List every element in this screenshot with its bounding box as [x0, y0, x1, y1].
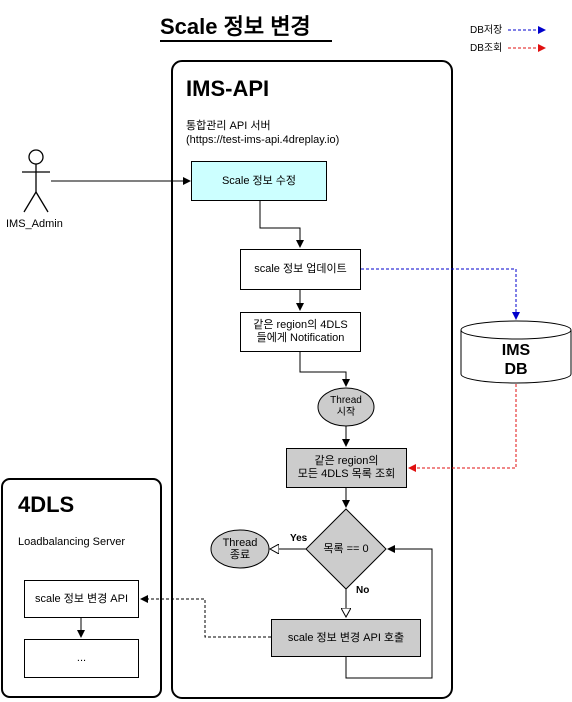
ims-db-line2: DB — [504, 361, 528, 378]
api-call-label: scale 정보 변경 API 호출 — [287, 631, 405, 644]
notify-label-line1: 같은 region의 4DLS — [253, 319, 348, 331]
thread-end-text: Thread 종료 — [211, 532, 269, 566]
ims-db-cylinder — [460, 320, 572, 384]
api-call-box: scale 정보 변경 API 호출 — [271, 619, 421, 657]
actor-icon — [22, 149, 50, 213]
thread-start-line1: Thread — [330, 395, 362, 406]
thread-end-line2: 종료 — [229, 549, 251, 561]
4dls-ellipsis-label: ... — [76, 652, 87, 664]
list-query-box: 같은 region의 모든 4DLS 목록 조회 — [286, 448, 407, 488]
legend-query-label: DB조회 — [470, 43, 503, 54]
arrow-db-to-query — [408, 384, 517, 472]
list-query-line1: 같은 region의 — [314, 455, 379, 467]
decision-label: 목록 == 0 — [323, 542, 369, 555]
4dls-subtitle: Loadbalancing Server — [18, 536, 126, 548]
arrow-loop-back — [345, 545, 433, 679]
list-query-line2: 모든 4DLS 목록 조회 — [297, 468, 396, 480]
4dls-container — [1, 478, 162, 698]
thread-start-text: Thread 시작 — [318, 390, 374, 424]
notify-box: 같은 region의 4DLS 들에게 Notification — [240, 312, 361, 352]
4dls-api-label: scale 정보 변경 API — [34, 592, 129, 605]
4dls-title: 4DLS — [18, 492, 75, 517]
decision-text: 목록 == 0 — [306, 540, 386, 558]
scale-edit-box: Scale 정보 수정 — [191, 161, 327, 201]
thread-end-line1: Thread — [222, 537, 258, 549]
arrow-notify-to-thread — [299, 352, 350, 387]
arrow-call-to-4dls-api — [140, 595, 271, 638]
4dls-ellipsis-box: ... — [24, 639, 139, 678]
scale-edit-label: Scale 정보 수정 — [221, 174, 297, 187]
scale-update-box: scale 정보 업데이트 — [240, 249, 361, 290]
legend-save-label: DB저장 — [470, 25, 503, 36]
ims-api-container — [171, 60, 453, 699]
ims-api-subtitle-line2: (https://test-ims-api.4dreplay.io) — [186, 134, 340, 146]
4dls-api-box: scale 정보 변경 API — [24, 580, 139, 618]
thread-start-line2: 시작 — [336, 407, 356, 418]
yes-label: Yes — [290, 533, 308, 544]
ims-api-title: IMS-API — [186, 76, 270, 101]
no-label: No — [356, 585, 370, 596]
arrow-update-to-db — [361, 268, 520, 320]
page-title: Scale 정보 변경 — [160, 14, 311, 39]
arrow-edit-to-update — [259, 201, 304, 248]
scale-update-label: scale 정보 업데이트 — [254, 263, 347, 275]
ims-db-text: IMS DB — [461, 340, 571, 380]
actor-label: IMS_Admin — [6, 218, 63, 230]
ims-db-line1: IMS — [501, 342, 531, 359]
ims-api-subtitle-line1: 통합관리 API 서버 — [186, 120, 271, 132]
notify-label-line2: 들에게 Notification — [256, 332, 345, 344]
